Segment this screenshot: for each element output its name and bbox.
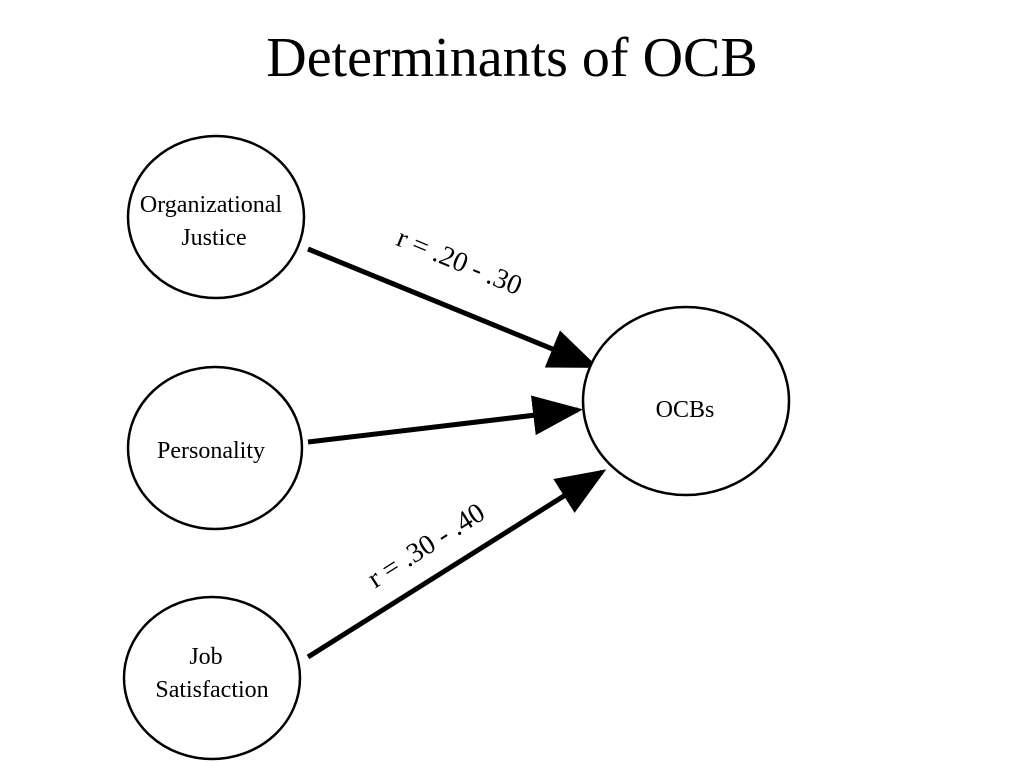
slide-title: Determinants of OCB — [266, 27, 758, 89]
svg-text:Job Satisfaction: Job Satisfaction — [155, 644, 268, 703]
node-ocbs: OCBs — [581, 305, 791, 497]
edge-personality-to-ocbs — [307, 395, 583, 445]
node-job-satisfaction: Job Satisfaction — [122, 595, 302, 761]
svg-text:OCBs: OCBs — [656, 397, 715, 423]
node-personality: Personality — [126, 365, 304, 531]
edge-satisfaction-to-ocbs — [306, 469, 607, 660]
node-label-line: Satisfaction — [155, 677, 268, 703]
edge-justice-to-ocbs — [307, 246, 599, 369]
node-label-line: Justice — [181, 225, 246, 251]
svg-text:Personality: Personality — [157, 438, 265, 464]
svg-text:Organizational Justice: Organizational Justice — [140, 192, 288, 251]
node-label-line: Job — [189, 644, 222, 670]
node-organizational-justice: Organizational Justice — [126, 134, 306, 300]
node-label-line: Organizational — [140, 192, 283, 218]
node-label-line: OCBs — [656, 397, 715, 423]
node-label-line: Personality — [157, 438, 265, 464]
